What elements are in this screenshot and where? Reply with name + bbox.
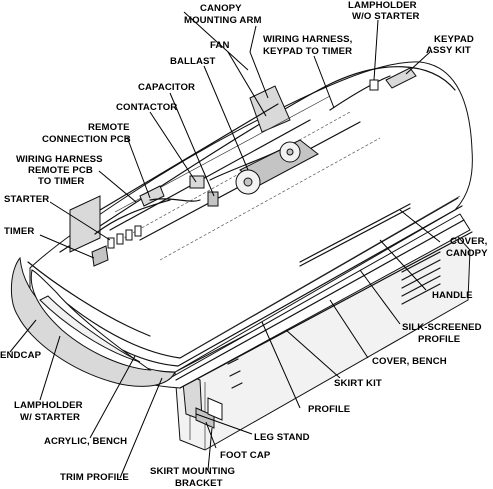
label-canopy-mounting-arm-line2: MOUNTING ARM [184,15,262,26]
label-handle: HANDLE [432,290,473,301]
leader-lines [9,11,441,479]
label-skirt-kit: SKIRT KIT [334,378,382,389]
label-silk-screened-line2: PROFILE [418,334,461,345]
label-wiring-harness-keypad-line2: KEYPAD TO TIMER [263,46,352,57]
keypad-assy [385,67,417,89]
label-timer: TIMER [4,226,34,237]
label-keypad-line1: KEYPAD [434,34,474,45]
label-starter: STARTER [4,194,49,205]
label-wiring-harness-remote-line2: REMOTE PCB [28,165,93,176]
internal-frame [69,67,417,267]
lampholder-wo-starter [369,79,379,91]
label-ballast: BALLAST [170,56,216,67]
capacitor [207,191,219,207]
acrylic-bench [39,295,141,363]
wiring-harness-keypad-timer [329,75,391,111]
label-remote-pcb-line2: CONNECTION PCB [42,134,131,145]
remote-connection-pcb [139,185,165,207]
label-canopy-line1: CANOPY [200,3,242,14]
skirt-vents [225,251,441,389]
label-skirt-mounting-bracket-line1: SKIRT MOUNTING [150,466,235,477]
label-profile: PROFILE [308,404,351,415]
timer [91,245,109,267]
label-keypad-assy-kit-line2: ASSY KIT [426,45,471,56]
starters [107,225,142,249]
label-lampholder-w-starter-line1: LAMPHOLDER [14,400,83,411]
label-silk-screened-line1: SILK-SCREENED [402,322,482,333]
label-wiring-harness-remote-line1: WIRING HARNESS [16,154,103,165]
label-skirt-mounting-bracket-line2: BRACKET [175,478,223,489]
label-acrylic-bench: ACRYLIC, BENCH [44,436,127,447]
label-trim-profile: TRIM PROFILE [60,472,129,483]
label-wiring-harness-remote-line3: TO TIMER [38,176,84,187]
contactor [189,175,205,189]
skirt-mounting-bracket [207,397,223,421]
label-lampholder-wo-starter-line1: LAMPHOLDER [348,0,417,11]
label-wiring-harness-keypad-line1: WIRING HARNESS, [263,34,353,45]
endcap [10,256,176,387]
handle [299,203,411,263]
label-cover-bench: COVER, BENCH [372,356,447,367]
label-leg-stand: LEG STAND [254,432,310,443]
label-foot-cap: FOOT CAP [220,450,271,461]
label-lampholder-w-starter-line2: W/ STARTER [20,412,80,423]
label-cover-canopy-line1: COVER, [450,236,488,247]
label-endcap: ENDCAP [0,350,42,361]
label-lampholder-wo-starter-line2: W/O STARTER [352,11,420,22]
label-cover-canopy-line2: CANOPY [446,248,488,259]
label-remote-pcb-line1: REMOTE [88,122,130,133]
label-capacitor: CAPACITOR [138,82,195,93]
label-fan: FAN [210,40,230,51]
label-contactor: CONTACTOR [116,102,177,113]
